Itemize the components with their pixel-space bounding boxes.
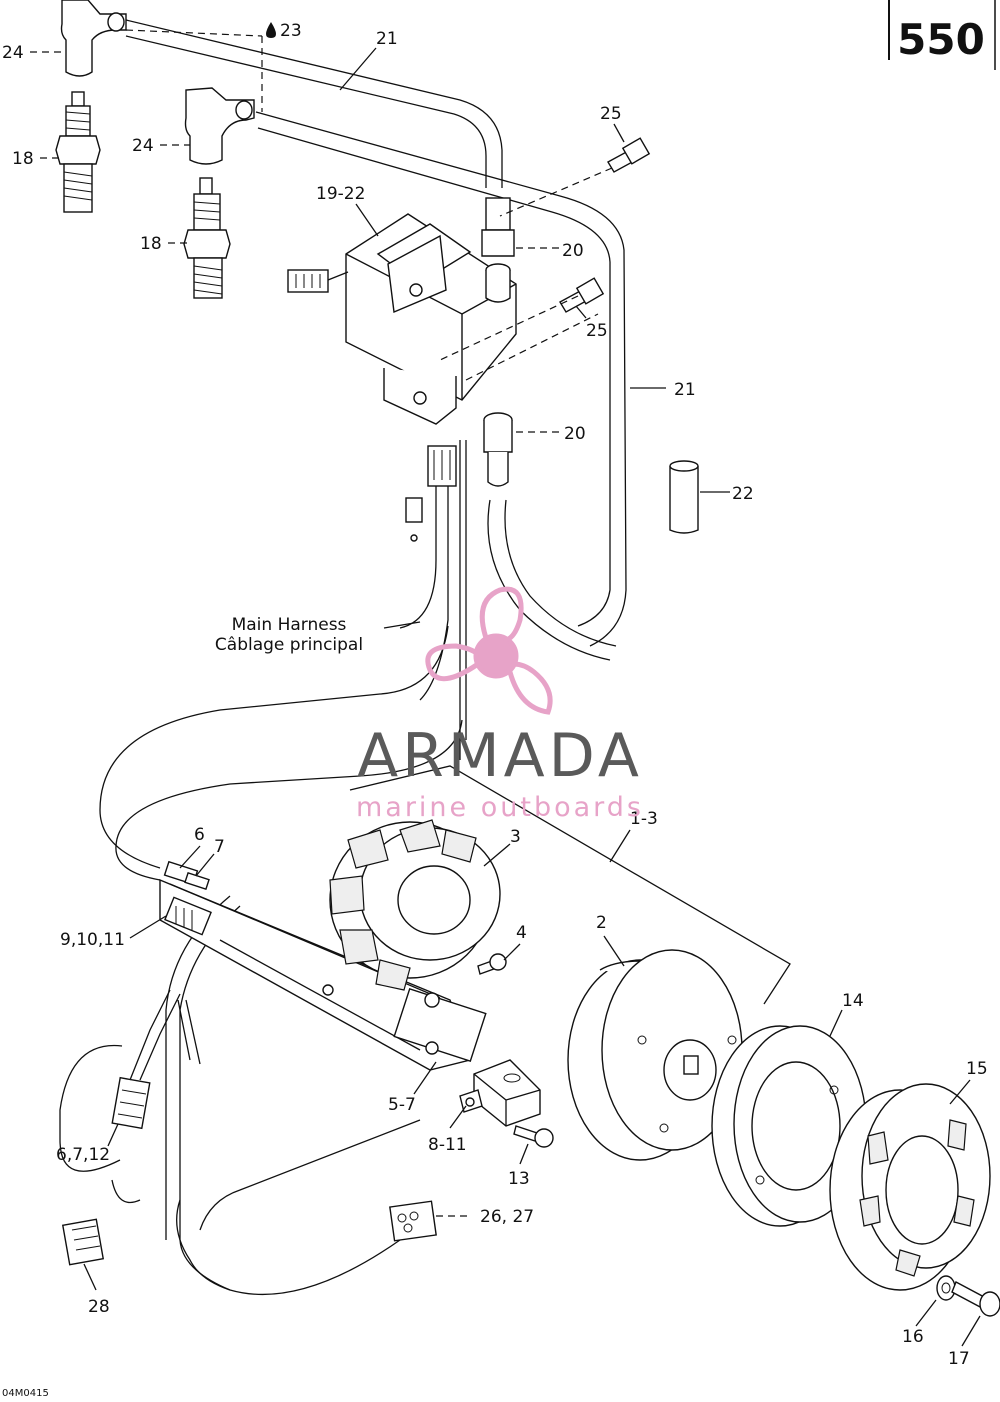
ignition-wire-upper	[125, 19, 503, 188]
propeller-logo-icon	[425, 586, 553, 715]
callout-13: 13	[508, 1169, 530, 1189]
coil-boot-upper	[481, 197, 515, 303]
callout-20a: 20	[562, 241, 584, 261]
spark-plug-cap-lower	[184, 87, 255, 165]
callout-28: 28	[88, 1297, 110, 1317]
harness-label-fr: Câblage principal	[215, 635, 363, 655]
wire-lower-boot-2	[504, 499, 617, 647]
watermark-brand: ARMADA	[357, 721, 643, 791]
callout-6-7-12: 6,7,12	[56, 1145, 110, 1165]
ignition-wire-lower	[255, 111, 627, 647]
callout-25b: 25	[586, 321, 608, 341]
callout-18b: 18	[140, 234, 162, 254]
callout-9-10-11: 9,10,11	[60, 930, 125, 950]
callout-21a: 21	[376, 29, 398, 49]
screw-lower	[559, 277, 605, 313]
oil-drop-icon	[266, 22, 276, 38]
ring-gear	[711, 1025, 867, 1227]
callout-24a: 24	[2, 43, 24, 63]
spark-plug-lower	[183, 177, 231, 299]
callout-18a: 18	[12, 149, 34, 169]
ignition-coil	[287, 213, 517, 425]
connector-28	[61, 1218, 105, 1266]
harness-label: Main Harness Câblage principal	[215, 615, 363, 655]
callout-16: 16	[902, 1327, 924, 1347]
flywheel	[567, 949, 743, 1161]
callout-19-22: 19-22	[316, 184, 365, 204]
callout-22: 22	[732, 484, 754, 504]
stator-plate	[159, 878, 487, 1071]
callout-8-11: 8-11	[428, 1135, 467, 1155]
callout-6: 6	[194, 825, 205, 845]
figure-code: 04M0415	[2, 1388, 49, 1399]
connector-26-27	[389, 1200, 437, 1242]
stator	[329, 819, 501, 991]
connector-6-7-12	[111, 989, 201, 1130]
callout-7: 7	[214, 837, 225, 857]
screw-13	[513, 1125, 554, 1148]
trigger-coil	[459, 1059, 541, 1127]
washer	[936, 1275, 956, 1301]
connector-9-10-11	[164, 896, 212, 936]
watermark-tagline: marine outboards	[356, 792, 644, 823]
harness-label-en: Main Harness	[232, 615, 347, 635]
connectors-6-7	[163, 860, 210, 891]
callout-15: 15	[966, 1059, 988, 1079]
watermark: ARMADA marine outboards	[356, 586, 644, 823]
screw-upper	[607, 137, 651, 173]
callout-25a: 25	[600, 104, 622, 124]
stator-screw	[477, 953, 507, 975]
coil-boot-lower	[483, 412, 513, 487]
leader-lines	[30, 29, 981, 1347]
page-number-box: 550	[888, 0, 996, 70]
starting-pulley	[829, 1083, 991, 1291]
callout-17: 17	[948, 1349, 970, 1369]
page-number: 550	[897, 15, 985, 64]
spark-plug-cap-upper	[60, 0, 127, 77]
callout-26-27: 26, 27	[480, 1207, 534, 1227]
sleeve	[669, 460, 699, 534]
callout-23: 23	[280, 21, 302, 41]
callout-24b: 24	[132, 136, 154, 156]
callout-1-3: 1-3	[630, 809, 658, 829]
pulley-screw	[951, 1281, 1000, 1317]
spark-plug-upper	[55, 91, 101, 213]
callout-4: 4	[516, 923, 527, 943]
callout-3: 3	[510, 827, 521, 847]
callout-14: 14	[842, 991, 864, 1011]
callout-20b: 20	[564, 424, 586, 444]
coil-connector	[399, 440, 467, 760]
callout-labels: 24 23 21 18 24 25 19-22 18 20 25 21 20 2…	[2, 21, 988, 1369]
callout-5-7: 5-7	[388, 1095, 416, 1115]
callout-2: 2	[596, 913, 607, 933]
callout-21b: 21	[674, 380, 696, 400]
